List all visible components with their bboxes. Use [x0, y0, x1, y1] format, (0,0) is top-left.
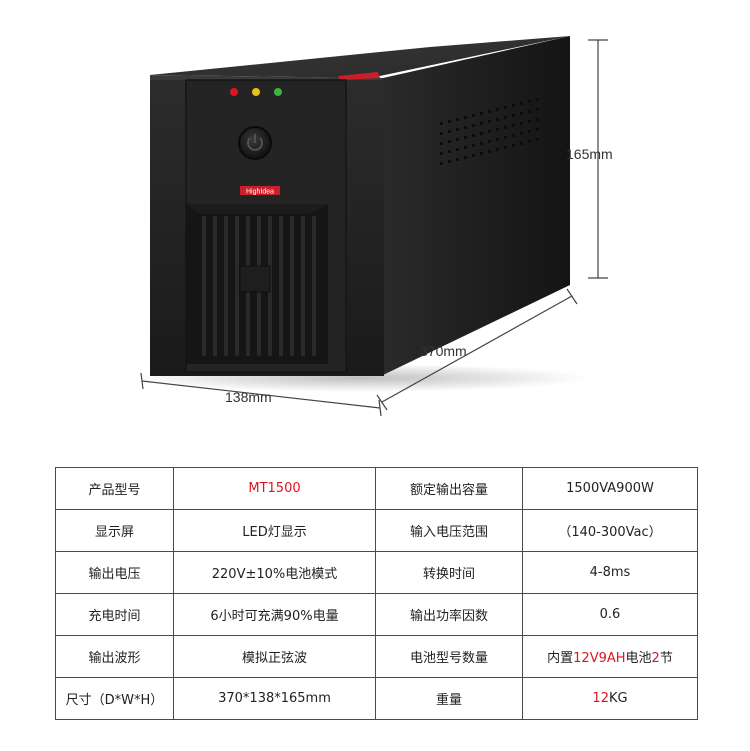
weight-number: 12: [592, 691, 609, 706]
spec-label: 输出电压: [55, 551, 174, 594]
led-yellow-icon: [252, 88, 260, 96]
ups-product-illustration: HighIdea: [130, 36, 608, 417]
spec-label: 重量: [375, 677, 523, 720]
brand-badge-bg: [240, 186, 280, 195]
table-row: 输出波形 模拟正弦波 电池型号数量 内置12V9AH电池2节: [55, 635, 698, 678]
spec-table: 产品型号 MT1500 额定输出容量 1500VA900W 显示屏 LED灯显示…: [55, 467, 698, 720]
spec-value-weight: 12KG: [522, 677, 698, 720]
spec-value-battery: 内置12V9AH电池2节: [522, 635, 698, 678]
spec-value-model: MT1500: [173, 467, 376, 510]
led-red-icon: [230, 88, 238, 96]
spec-label: 输出功率因数: [375, 593, 523, 636]
spec-label: 显示屏: [55, 509, 174, 552]
spec-value: LED灯显示: [173, 509, 376, 552]
spec-label: 充电时间: [55, 593, 174, 636]
brand-badge-text: HighIdea: [246, 189, 274, 196]
spec-value: 6小时可充满90%电量: [173, 593, 376, 636]
battery-word: 电池: [625, 651, 652, 666]
product-image-area: HighIdea 165mm 370mm 138mm: [130, 36, 613, 417]
side-vent-grid: [440, 98, 539, 165]
spec-value: 220V±10%电池模式: [173, 551, 376, 594]
table-row: 输出电压 220V±10%电池模式 转换时间 4-8ms: [55, 551, 698, 594]
top-label-strip: [338, 72, 380, 80]
ups-top-face: [150, 36, 570, 78]
battery-prefix: 内置: [547, 651, 574, 666]
spec-value: 370*138*165mm: [173, 677, 376, 720]
height-dimension-line: [588, 39, 608, 279]
table-row: 尺寸（D*W*H） 370*138*165mm 重量 12KG: [55, 677, 698, 720]
battery-spec: 12V9AH: [573, 651, 626, 666]
spec-value: 模拟正弦波: [173, 635, 376, 678]
battery-count: 2: [651, 651, 660, 666]
weight-unit: KG: [608, 691, 628, 706]
spec-label: 产品型号: [55, 467, 174, 510]
spec-label: 转换时间: [375, 551, 523, 594]
length-dimension-line: [376, 288, 578, 411]
width-dimension-label: 138mm: [225, 389, 272, 405]
table-row: 充电时间 6小时可充满90%电量 输出功率因数 0.6: [55, 593, 698, 636]
spec-value: 0.6: [522, 593, 698, 636]
table-row: 显示屏 LED灯显示 输入电压范围 （140-300Vac）: [55, 509, 698, 552]
width-dimension-line: [140, 372, 382, 417]
length-dimension-label: 370mm: [420, 343, 467, 359]
led-green-icon: [274, 88, 282, 96]
ups-side-panel: [383, 36, 570, 375]
spec-label: 额定输出容量: [375, 467, 523, 510]
spec-label: 尺寸（D*W*H）: [55, 677, 174, 720]
spec-label: 电池型号数量: [375, 635, 523, 678]
battery-unit: 节: [659, 651, 673, 666]
spec-value: 4-8ms: [522, 551, 698, 594]
spec-value: （140-300Vac）: [522, 509, 698, 552]
front-vent-latch: [239, 265, 271, 293]
table-row: 产品型号 MT1500 额定输出容量 1500VA900W: [55, 467, 698, 510]
spec-label: 输出波形: [55, 635, 174, 678]
spec-value: 1500VA900W: [522, 467, 698, 510]
power-button-icon[interactable]: [238, 126, 272, 160]
height-dimension-label: 165mm: [566, 146, 613, 162]
spec-label: 输入电压范围: [375, 509, 523, 552]
